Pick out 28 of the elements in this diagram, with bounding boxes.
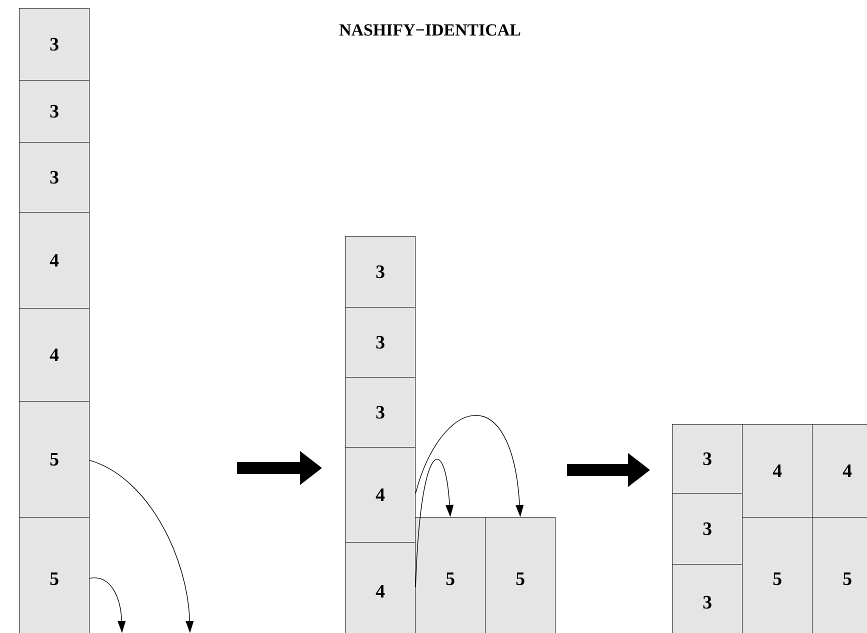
cell-box: 3 bbox=[345, 376, 416, 448]
node-label: 4 bbox=[842, 464, 852, 478]
cell-box: 3 bbox=[19, 80, 90, 143]
node-label: 3 bbox=[703, 596, 712, 609]
cell-box: 3 bbox=[672, 492, 743, 565]
node-label: 4 bbox=[376, 585, 385, 598]
cell-box: 3 bbox=[19, 8, 90, 81]
cell-box: 5 bbox=[19, 400, 90, 518]
cell-box: 5 bbox=[485, 516, 556, 633]
cell-box: 3 bbox=[19, 142, 90, 213]
cell-box: 5 bbox=[742, 516, 813, 633]
cell-box: 5 bbox=[19, 516, 90, 633]
cell-box: 3 bbox=[672, 564, 743, 633]
cell-box: 4 bbox=[812, 424, 867, 518]
arrow bbox=[415, 458, 454, 588]
cell-box: 3 bbox=[345, 236, 416, 308]
cell-box: 4 bbox=[345, 542, 416, 633]
cell-box: 4 bbox=[742, 424, 813, 518]
node-label: 5 bbox=[773, 572, 782, 586]
title: NASHIFY−IDENTICAL bbox=[339, 24, 520, 36]
cell-box: 4 bbox=[19, 212, 90, 309]
cell-box: 5 bbox=[415, 516, 486, 633]
cell-box: 5 bbox=[812, 516, 867, 633]
cell-box: 3 bbox=[345, 306, 416, 378]
node-label: 5 bbox=[446, 572, 454, 586]
cell-box: 4 bbox=[345, 446, 416, 543]
cell-box: 4 bbox=[19, 308, 90, 402]
cell-box: 3 bbox=[672, 424, 743, 494]
